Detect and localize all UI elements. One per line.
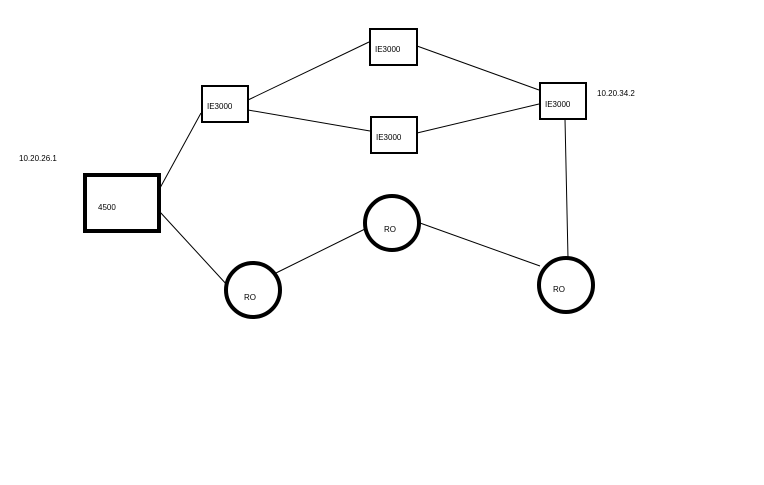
node-ro-right: RO xyxy=(537,256,595,314)
ie-right-switch-label: IE3000 xyxy=(545,100,571,109)
link-ie-left-ie-top xyxy=(247,41,370,101)
link-ie-mid-ie-right xyxy=(416,103,540,134)
link-core-ie-left xyxy=(159,112,202,189)
node-ro-left: RO xyxy=(224,261,282,319)
ie-right-ip-label: 10.20.34.2 xyxy=(597,89,635,98)
core-switch-label: 4500 xyxy=(98,203,116,212)
node-ie-right: IE3000 xyxy=(539,82,587,120)
core-ip-label: 10.20.26.1 xyxy=(19,154,57,163)
link-ro-left-ro-mid xyxy=(275,228,366,274)
ro-mid-router-circle xyxy=(363,194,421,252)
node-ie-left: IE3000 xyxy=(201,85,249,123)
ie-left-switch-box xyxy=(201,85,249,123)
ie-left-switch-label: IE3000 xyxy=(207,102,233,111)
link-core-ro-left xyxy=(159,211,229,287)
core-switch-box xyxy=(83,173,161,233)
ie-mid-switch-box xyxy=(370,116,418,154)
ro-right-router-label: RO xyxy=(553,285,565,294)
link-ie-right-ro-right xyxy=(564,118,569,259)
links xyxy=(159,41,569,287)
ie-mid-switch-label: IE3000 xyxy=(376,133,402,142)
ie-top-switch-label: IE3000 xyxy=(375,45,401,54)
link-ro-mid-ro-right xyxy=(419,222,541,267)
node-core-4500: 4500 xyxy=(83,173,161,233)
ro-right-router-circle xyxy=(537,256,595,314)
node-ie-mid: IE3000 xyxy=(370,116,418,154)
node-ro-mid: RO xyxy=(363,194,421,252)
node-ie-top: IE3000 xyxy=(369,28,418,66)
ro-mid-router-label: RO xyxy=(384,225,396,234)
ro-left-router-circle xyxy=(224,261,282,319)
link-ie-left-ie-mid xyxy=(247,109,371,132)
ro-left-router-label: RO xyxy=(244,293,256,302)
link-ie-top-ie-right xyxy=(416,45,540,91)
ie-right-switch-box xyxy=(539,82,587,120)
ie-top-switch-box xyxy=(369,28,418,66)
